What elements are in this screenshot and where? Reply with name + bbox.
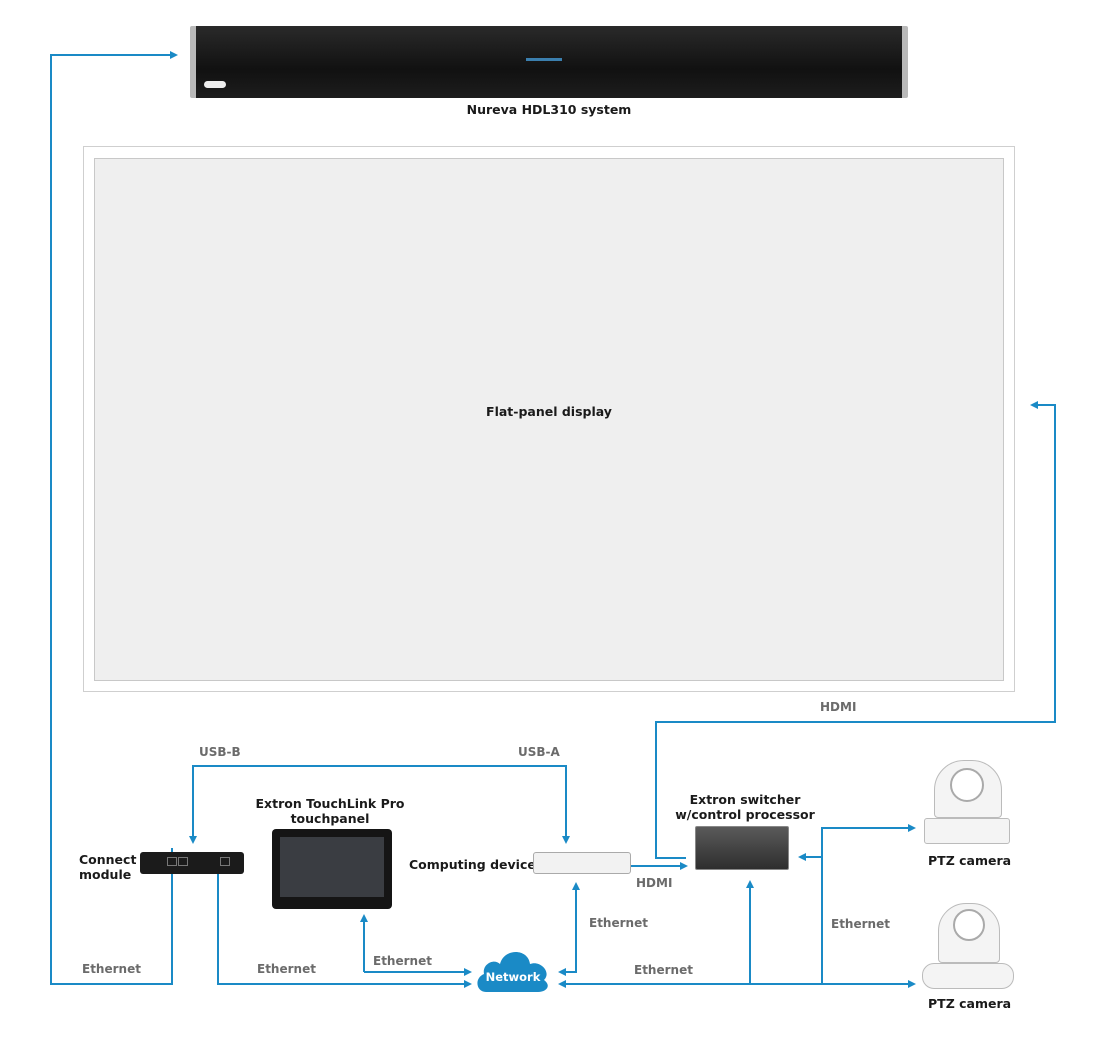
touchpanel-label-1: Extron TouchLink Pro bbox=[255, 796, 405, 811]
touchpanel-label: Extron TouchLink Pro touchpanel bbox=[240, 796, 420, 826]
switcher-device bbox=[695, 826, 789, 870]
computing-device-label: Computing device bbox=[409, 857, 536, 872]
ethernet-touchpanel-label: Ethernet bbox=[373, 954, 432, 968]
touchpanel-device bbox=[272, 829, 392, 909]
ptz-camera-1 bbox=[924, 760, 1010, 844]
hdmi-computer-label: HDMI bbox=[636, 876, 673, 890]
ethernet-soundbar-label: Ethernet bbox=[82, 962, 141, 976]
wire-eth-computer bbox=[558, 890, 577, 976]
ptz-camera-2-label: PTZ camera bbox=[928, 996, 1012, 1011]
switcher-label-2: w/control processor bbox=[675, 807, 815, 822]
wire-eth-connect bbox=[217, 856, 472, 988]
usb-a-label: USB-A bbox=[518, 745, 560, 759]
network-label: Network bbox=[485, 970, 541, 984]
ethernet-connect-label: Ethernet bbox=[257, 962, 316, 976]
network-cloud-icon bbox=[477, 952, 548, 992]
switcher-label-1: Extron switcher bbox=[689, 792, 801, 807]
ptz-camera-1-label: PTZ camera bbox=[928, 853, 1012, 868]
wire-soundbar-ethernet bbox=[50, 51, 178, 985]
connect-module-label: Connect module bbox=[79, 852, 137, 882]
hdmi-display-label: HDMI bbox=[820, 700, 857, 714]
ptz-camera-2 bbox=[922, 903, 1014, 989]
wire-hdmi-display bbox=[655, 401, 1056, 859]
soundbar-label: Nureva HDL310 system bbox=[466, 102, 632, 117]
connect-module-label-1: Connect bbox=[79, 852, 137, 867]
computing-device bbox=[533, 852, 631, 874]
display-label: Flat-panel display bbox=[486, 404, 612, 419]
ethernet-cameras-label: Ethernet bbox=[831, 917, 890, 931]
soundbar-logo bbox=[204, 81, 226, 88]
ethernet-switcher-label: Ethernet bbox=[634, 963, 693, 977]
usb-b-label: USB-B bbox=[199, 745, 241, 759]
soundbar-device bbox=[190, 26, 908, 98]
soundbar-light bbox=[526, 58, 562, 61]
connect-module-label-2: module bbox=[79, 867, 132, 882]
flat-panel-display bbox=[83, 146, 1015, 692]
touchpanel-label-2: touchpanel bbox=[290, 811, 370, 826]
switcher-label: Extron switcher w/control processor bbox=[660, 792, 830, 822]
ethernet-computer-label: Ethernet bbox=[589, 916, 648, 930]
connect-module-device bbox=[140, 852, 244, 874]
